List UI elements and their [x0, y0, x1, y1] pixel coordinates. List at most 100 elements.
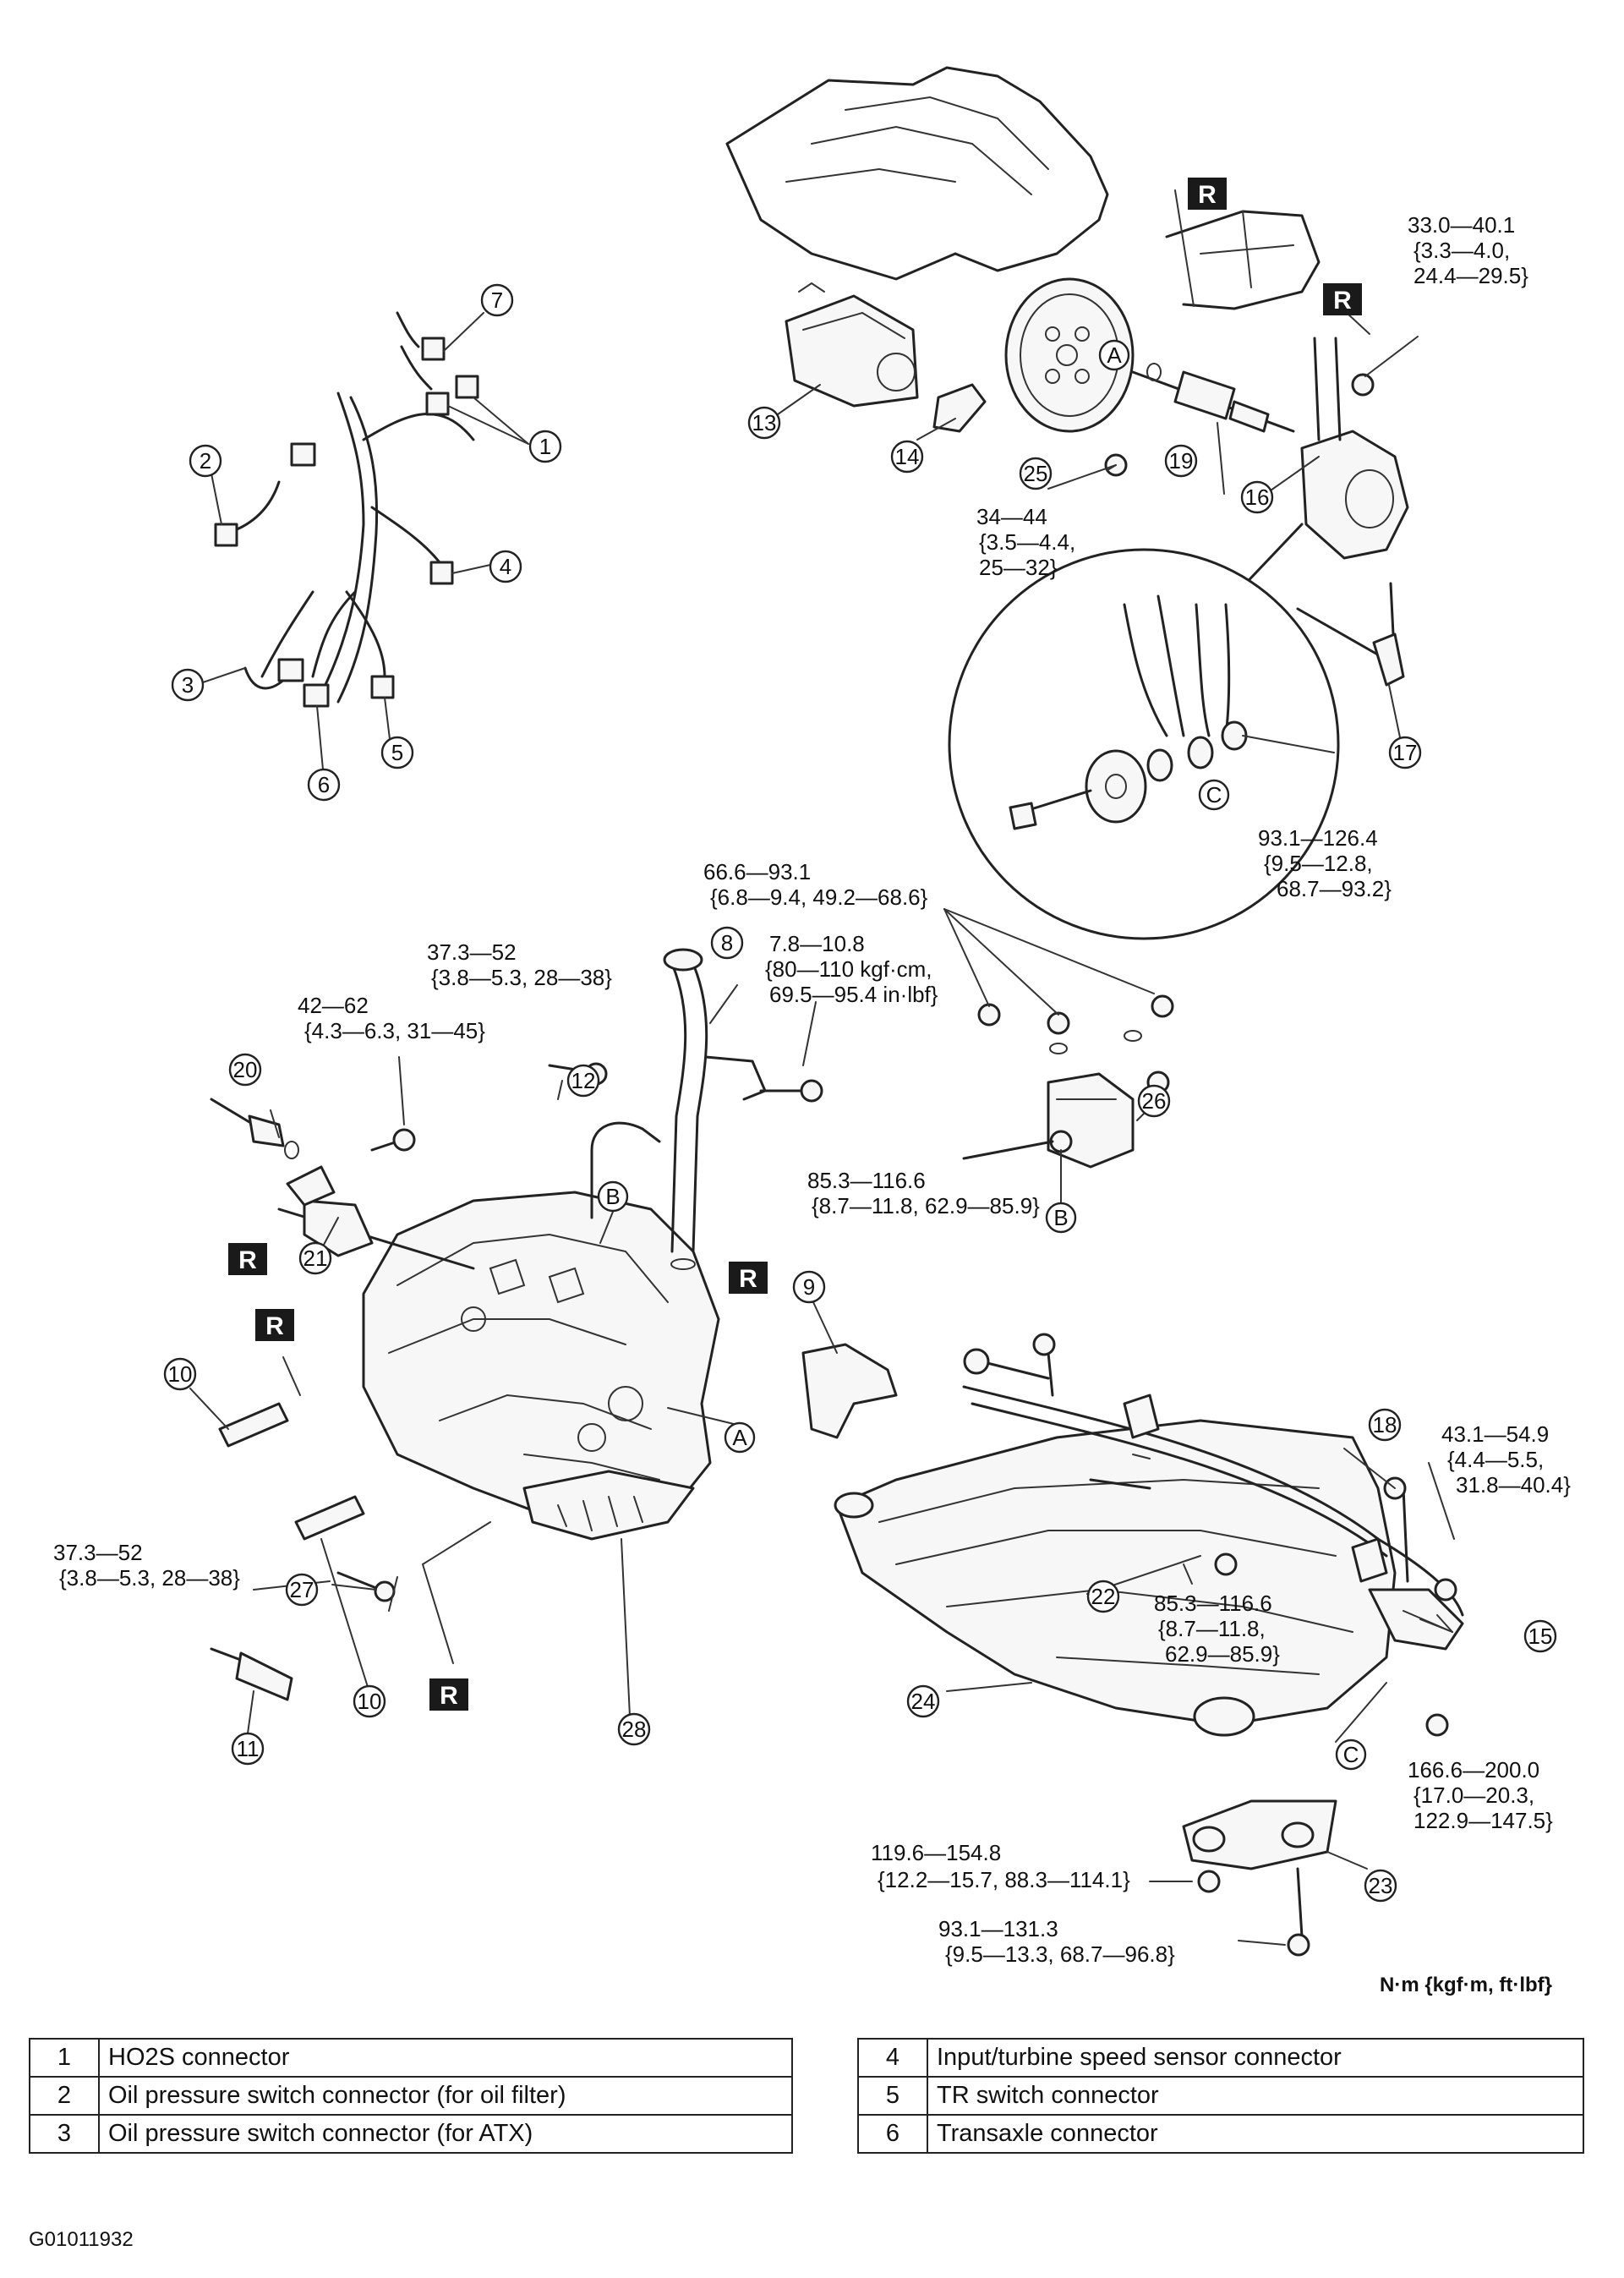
torque-t8-line1: 85.3—116.6: [807, 1168, 926, 1193]
drive-shaft: [1131, 363, 1295, 433]
callout-11: 11: [231, 1732, 265, 1766]
legend-row: 3 Oil pressure switch connector (for ATX…: [29, 2114, 793, 2154]
flexplate: [1004, 277, 1135, 433]
callout-9: 9: [792, 1270, 826, 1304]
torque-t13-line1: 119.6—154.8: [871, 1840, 1001, 1865]
torque-t4-line1: 66.6—93.1: [703, 859, 811, 884]
svg-text:28: 28: [622, 1717, 647, 1742]
svg-text:25: 25: [1024, 461, 1048, 486]
torque-t14-line1: 93.1—131.3: [938, 1916, 1058, 1941]
legend-row: 4 Input/turbine speed sensor connector: [857, 2038, 1584, 2078]
letter-a-top: A: [1098, 339, 1130, 371]
callout-10a: 10: [163, 1357, 197, 1391]
callout-8: 8: [710, 926, 744, 960]
callout-13: 13: [747, 406, 781, 440]
torque-t5-line2: {80—110 kgf·cm,: [765, 956, 932, 982]
callout-25: 25: [1019, 457, 1053, 490]
legend-number: 2: [29, 2076, 100, 2116]
callout-18: 18: [1368, 1408, 1402, 1442]
svg-text:6: 6: [318, 772, 330, 797]
legend-number: 5: [857, 2076, 928, 2116]
oil-level-tube: [663, 948, 767, 1270]
torque-t2-line3: 25—32}: [979, 555, 1058, 580]
legend-number: 3: [29, 2114, 100, 2154]
svg-text:27: 27: [290, 1577, 314, 1602]
callout-24: 24: [906, 1684, 940, 1718]
legend-label: Transaxle connector: [927, 2114, 1584, 2154]
rear-mount: [1182, 1799, 1337, 1938]
callout-15: 15: [1523, 1619, 1557, 1653]
svg-text:C: C: [1343, 1742, 1359, 1767]
svg-text:13: 13: [752, 410, 777, 435]
legend-number: 1: [29, 2038, 100, 2078]
leader-lines: [189, 189, 1455, 1946]
svg-text:R: R: [238, 1246, 257, 1274]
torque-labels: 33.0—40.1 {3.3—4.0, 24.4—29.5} 34—44 {3.…: [53, 212, 1571, 1996]
starter-motor: [785, 282, 919, 408]
callout-6: 6: [307, 768, 341, 802]
callout-16: 16: [1240, 480, 1274, 514]
torque-t2-line1: 34—44: [976, 504, 1047, 529]
r-mark-top: R: [1188, 178, 1227, 210]
legend-label: TR switch connector: [927, 2076, 1584, 2116]
callout-20: 20: [228, 1053, 262, 1087]
svg-text:9: 9: [803, 1274, 815, 1300]
stabilizer-bar: [962, 1333, 1464, 1617]
left-drive-shaft: [277, 1165, 475, 1270]
r-mark-hose: R: [255, 1309, 294, 1341]
svg-text:R: R: [440, 1682, 458, 1710]
torque-t9-line2: {3.8—5.3, 28—38}: [59, 1565, 240, 1591]
torque-t12-line1: 166.6—200.0: [1408, 1757, 1539, 1782]
callout-4: 4: [489, 550, 522, 583]
r-mark-sensor: R: [228, 1243, 267, 1275]
callout-10b: 10: [353, 1684, 386, 1718]
torque-t2-line2: {3.5—4.4,: [979, 529, 1075, 555]
svg-text:22: 22: [1091, 1584, 1116, 1609]
legend-number: 4: [857, 2038, 928, 2078]
torque-t14-line2: {9.5—13.3, 68.7—96.8}: [945, 1941, 1175, 1967]
cooler-hoses: [218, 1402, 365, 1541]
detail-view: [948, 523, 1340, 940]
callout-7: 7: [480, 283, 514, 317]
svg-text:7: 7: [491, 287, 503, 313]
torque-t4-line2: {6.8—9.4, 49.2—68.6}: [710, 884, 928, 910]
svg-text:21: 21: [303, 1246, 328, 1271]
figure-id: G01011932: [29, 2228, 134, 2251]
replace-markers: R R R R R R: [228, 178, 1362, 1711]
crossmember: [834, 1419, 1397, 1737]
callout-28: 28: [617, 1712, 651, 1746]
torque-t1-line2: {3.3—4.0,: [1413, 238, 1510, 263]
legend-label: Oil pressure switch connector (for ATX): [98, 2114, 793, 2154]
torque-t13-line2: {12.2—15.7, 88.3—114.1}: [878, 1867, 1130, 1892]
letter-b-mount: B: [1045, 1202, 1077, 1234]
torque-t9-line1: 37.3—52: [53, 1540, 143, 1565]
legend-row: 2 Oil pressure switch connector (for oil…: [29, 2076, 793, 2116]
svg-text:1: 1: [539, 434, 551, 459]
svg-text:16: 16: [1245, 485, 1270, 510]
steering-knuckle: [1296, 337, 1409, 687]
torque-t6-line1: 37.3—52: [427, 939, 517, 965]
callout-1: 1: [528, 430, 562, 463]
callout-2: 2: [189, 444, 222, 478]
callout-21: 21: [298, 1241, 332, 1275]
harness-bracket: [801, 1343, 898, 1439]
svg-text:10: 10: [358, 1689, 382, 1714]
svg-text:8: 8: [721, 930, 733, 956]
svg-text:14: 14: [895, 444, 920, 469]
torque-t3-line2: {9.5—12.8,: [1264, 851, 1373, 876]
svg-text:23: 23: [1369, 1873, 1393, 1898]
svg-text:R: R: [1198, 181, 1217, 209]
torque-t5-line3: 69.5—95.4 in·lbf}: [769, 982, 938, 1007]
starter-bracket: [932, 383, 987, 433]
svg-text:11: 11: [237, 1736, 260, 1761]
legend-label: HO2S connector: [98, 2038, 793, 2078]
legend-label: Oil pressure switch connector (for oil f…: [98, 2076, 793, 2116]
torque-t7-line2: {4.3—6.3, 31—45}: [304, 1018, 485, 1043]
torque-t10-line3: 31.8—40.4}: [1456, 1472, 1571, 1498]
torque-t11-line3: 62.9—85.9}: [1165, 1641, 1280, 1667]
torque-t1-line1: 33.0—40.1: [1408, 212, 1515, 238]
r-mark-lower: R: [429, 1678, 468, 1711]
svg-text:26: 26: [1142, 1088, 1167, 1114]
svg-text:A: A: [732, 1425, 747, 1450]
